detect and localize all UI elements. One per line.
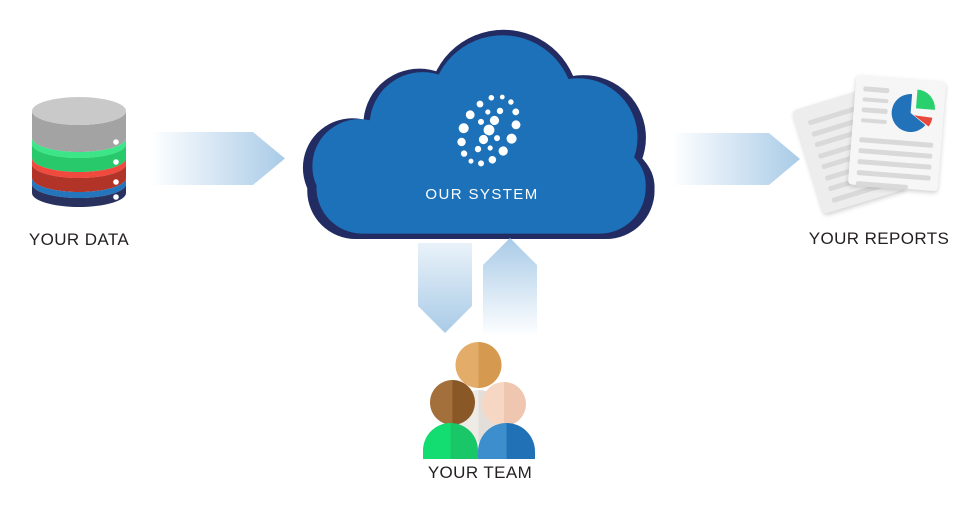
text-line <box>863 86 890 93</box>
arrow-down-icon <box>418 243 472 333</box>
cloud-icon <box>302 29 655 240</box>
documents-pie-chart-icon <box>792 62 960 220</box>
cloud-body <box>312 35 646 234</box>
our-system-label: OUR SYSTEM <box>425 186 539 203</box>
your-team-label: YOUR TEAM <box>427 463 533 482</box>
text-line <box>857 159 932 170</box>
report-long-lines <box>855 137 934 192</box>
report-short-lines <box>860 84 890 132</box>
your-reports-label: YOUR REPORTS <box>808 229 950 248</box>
arrow-right-icon <box>153 132 285 185</box>
dotted-spiral-logo-icon <box>457 94 521 167</box>
text-line <box>862 96 889 104</box>
arrow-up-icon <box>483 238 537 335</box>
your-data-label: YOUR DATA <box>28 230 130 249</box>
database-layer-dots <box>113 139 119 200</box>
report-page-front <box>847 74 947 192</box>
text-line <box>858 148 933 159</box>
person-right <box>478 382 535 459</box>
text-line <box>856 169 931 181</box>
text-line <box>859 137 934 148</box>
person-left <box>423 380 478 459</box>
text-line <box>860 117 888 125</box>
text-line <box>861 107 888 114</box>
pie-chart-icon <box>891 89 935 132</box>
people-group-icon <box>423 342 535 459</box>
arrow-right-icon <box>674 133 800 185</box>
database-icon <box>32 97 126 207</box>
